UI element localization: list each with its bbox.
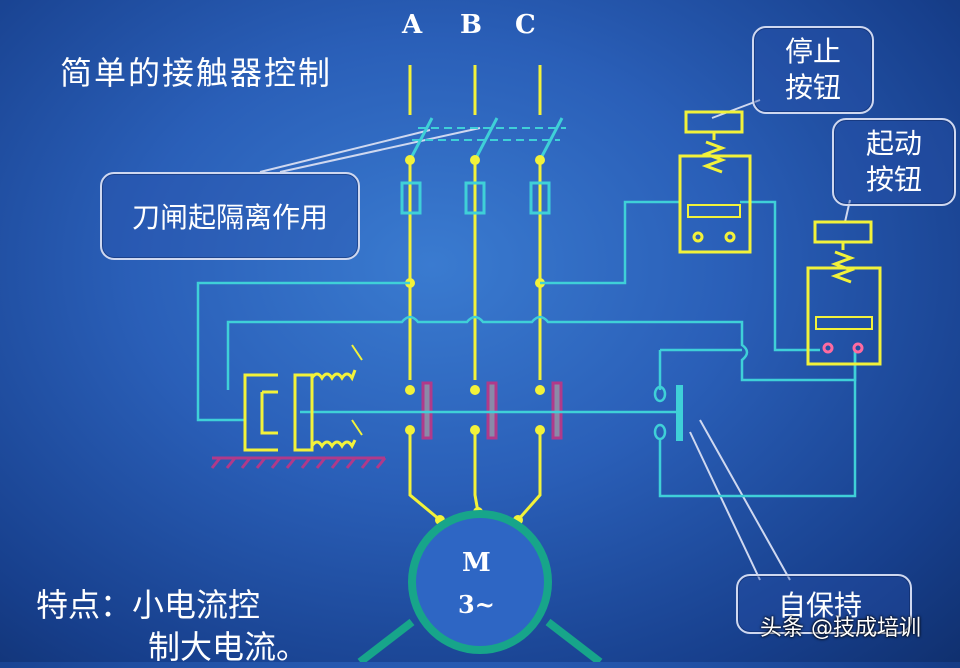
motor-phase-label: 3~ [458,590,495,619]
stop-button-symbol [678,110,752,254]
stop-button-callout: 停止 按钮 [752,26,874,114]
motor-symbol-label: M [462,548,491,578]
motor-symbol [357,510,603,662]
page-title: 简单的接触器控制 [60,54,333,92]
phase-label-b: B [460,10,482,40]
contactor-coil [243,344,363,452]
phase-label-c: C [515,10,536,40]
start-button-callout: 起动 按钮 [832,118,956,206]
feature-text-line1: 特点：小电流控 [36,586,261,624]
feature-text-line2: 制大电流。 [148,628,309,666]
knife-switch-callout-text: 刀闸起隔离作用 [131,201,328,234]
control-wiring [196,200,857,498]
self-hold-contact [653,385,683,441]
fuses [400,181,551,215]
knife-switch-callout: 刀闸起隔离作用 [100,172,360,260]
stop-button-callout-line1: 停止 [784,35,841,68]
main-contacts [421,381,563,440]
self-hold-callout: 自保持 [736,574,912,634]
start-button-callout-line2: 按钮 [865,163,922,196]
junction-dots [405,155,545,525]
watermark: 头条 @技成培训 [760,616,921,641]
ground-hatch [210,456,387,469]
self-hold-callout-text: 自保持 [778,589,863,622]
start-button-callout-line1: 起动 [865,127,922,160]
power-lines [408,160,542,522]
start-button-symbol [806,220,882,366]
knife-switch [408,65,566,161]
phase-label-a: A [402,10,423,40]
stop-button-callout-line2: 按钮 [784,71,841,104]
